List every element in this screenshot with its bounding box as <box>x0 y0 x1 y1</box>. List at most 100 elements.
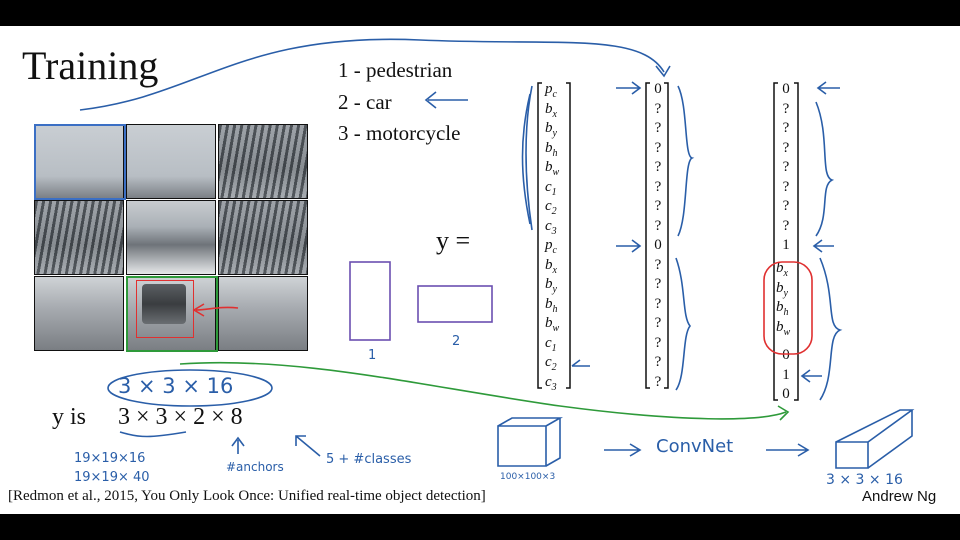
column2-entry-symbol: ? <box>654 373 662 390</box>
column3-box-entry-symbol: b <box>776 279 784 296</box>
grid-cell <box>218 276 308 351</box>
column2-entry-symbol: ? <box>654 256 662 273</box>
target-column-top: 0???????1 <box>776 80 796 256</box>
column2-entry: ? <box>648 373 668 393</box>
column3-box-entry: bh <box>776 298 816 318</box>
column3-box-entry-subscript: x <box>783 268 788 279</box>
column2-entry-symbol: ? <box>654 295 662 312</box>
vector-entry-subscript: x <box>552 264 557 276</box>
column3-entry: ? <box>776 178 796 198</box>
column3-entry-symbol: 0 <box>782 81 790 97</box>
column2-entry: ? <box>648 197 668 217</box>
vector-entry: c2 <box>545 197 585 217</box>
input-size-note: 100×100×3 <box>500 472 556 482</box>
column3-entry-symbol: ? <box>782 217 790 234</box>
vector-entry: pc <box>545 80 585 100</box>
column3-entry: ? <box>776 139 796 159</box>
column2-entry: ? <box>648 100 668 120</box>
column3-bottom-entry: 0 <box>776 346 796 366</box>
column2-entry: ? <box>648 275 668 295</box>
column2-entry: ? <box>648 158 668 178</box>
grid-cell <box>34 124 124 199</box>
column3-bottom-entry: 1 <box>776 366 796 386</box>
vector-entry-subscript: w <box>552 167 560 178</box>
column2-entry-symbol: ? <box>654 198 662 214</box>
column2-entry: ? <box>648 353 668 373</box>
vector-entry-symbol: p <box>545 237 553 253</box>
vector-entry: bh <box>545 139 585 159</box>
anchors-note: #anchors <box>226 460 284 474</box>
column2-entry: ? <box>648 178 668 198</box>
class-car: 2 - car <box>338 90 392 114</box>
vector-entry-symbol: c <box>545 217 552 234</box>
column2-entry-symbol: ? <box>654 217 662 234</box>
column2-entry: ? <box>648 314 668 334</box>
anchor-box-2-label: 2 <box>452 334 461 349</box>
vector-entry-symbol: b <box>545 315 553 331</box>
column2-entry: ? <box>648 295 668 315</box>
vector-entry-subscript: 2 <box>551 206 557 217</box>
grid-cell <box>34 276 124 351</box>
column3-bottom-entry-symbol: 1 <box>782 366 790 383</box>
vector-entry-symbol: b <box>545 159 553 175</box>
column3-box-entry-subscript: h <box>783 307 789 318</box>
column3-entry: ? <box>776 100 796 120</box>
grid-19-note-1: 19×19×16 <box>74 451 146 466</box>
output-size-note: 3 × 3 × 16 <box>826 472 903 488</box>
road-image-grid <box>34 124 310 352</box>
vector-entry-subscript: h <box>552 147 558 159</box>
anchor-box-1-label: 1 <box>368 348 377 363</box>
column2-entry: ? <box>648 217 668 237</box>
vector-brackets <box>537 82 799 401</box>
author-name: Andrew Ng <box>862 488 937 505</box>
column3-box-entry-symbol: b <box>776 318 784 335</box>
vector-entry-symbol: c <box>545 178 552 195</box>
column2-entry-symbol: ? <box>654 159 662 175</box>
column2-entry: 0 <box>648 236 668 256</box>
column2-entry: ? <box>648 119 668 139</box>
column3-box-entry: bw <box>776 318 816 338</box>
vector-entry: pc <box>545 236 585 256</box>
handwritten-strokes <box>79 38 915 469</box>
red-arrow <box>192 303 239 317</box>
column3-entry: ? <box>776 197 796 217</box>
car-bounding-box <box>136 280 194 338</box>
grid-cell <box>126 200 216 275</box>
column2-entry: 0 <box>648 80 668 100</box>
vector-entry-symbol: b <box>545 256 553 273</box>
column3-box-entry-symbol: b <box>776 260 784 276</box>
column3-entry-symbol: 1 <box>782 237 790 253</box>
y-shape-prefix: y is <box>52 404 87 430</box>
highlight-cell-blue <box>34 124 126 200</box>
red-box-circle <box>763 261 813 355</box>
column3-bottom-entry-symbol: 0 <box>782 386 790 402</box>
column2-entry: ? <box>648 256 668 276</box>
vector-entry-symbol: c <box>545 334 552 351</box>
grid-cell <box>218 124 308 199</box>
column3-entry: ? <box>776 217 796 237</box>
column3-entry: ? <box>776 119 796 139</box>
car-image <box>142 284 186 324</box>
class-pedestrian: 1 - pedestrian <box>338 58 453 82</box>
vector-entry-symbol: b <box>545 120 553 136</box>
column3-box-entry: bx <box>776 259 816 279</box>
column3-bottom-entry: 0 <box>776 385 796 405</box>
slide-title: Training <box>22 43 159 88</box>
column2-entry-symbol: ? <box>654 354 662 370</box>
column2-entry-symbol: ? <box>654 120 662 136</box>
vector-entry: c1 <box>545 178 585 198</box>
vector-entry: c3 <box>545 373 585 393</box>
vector-entry-subscript: c <box>552 245 557 256</box>
column2-entry-symbol: ? <box>654 178 662 195</box>
column3-box-entry-subscript: w <box>783 326 791 338</box>
y-shape: 3 × 3 × 2 × 8 <box>118 404 243 430</box>
vector-entry-symbol: c <box>545 198 552 214</box>
circled-shape-note: 3 × 3 × 16 <box>118 374 234 398</box>
vector-entry-symbol: b <box>545 139 553 156</box>
y-equals: y = <box>436 226 471 255</box>
vector-entry: bx <box>545 256 585 276</box>
vector-entry-symbol: b <box>545 276 553 292</box>
grid-cell <box>126 124 216 199</box>
column3-entry-symbol: ? <box>782 139 790 156</box>
